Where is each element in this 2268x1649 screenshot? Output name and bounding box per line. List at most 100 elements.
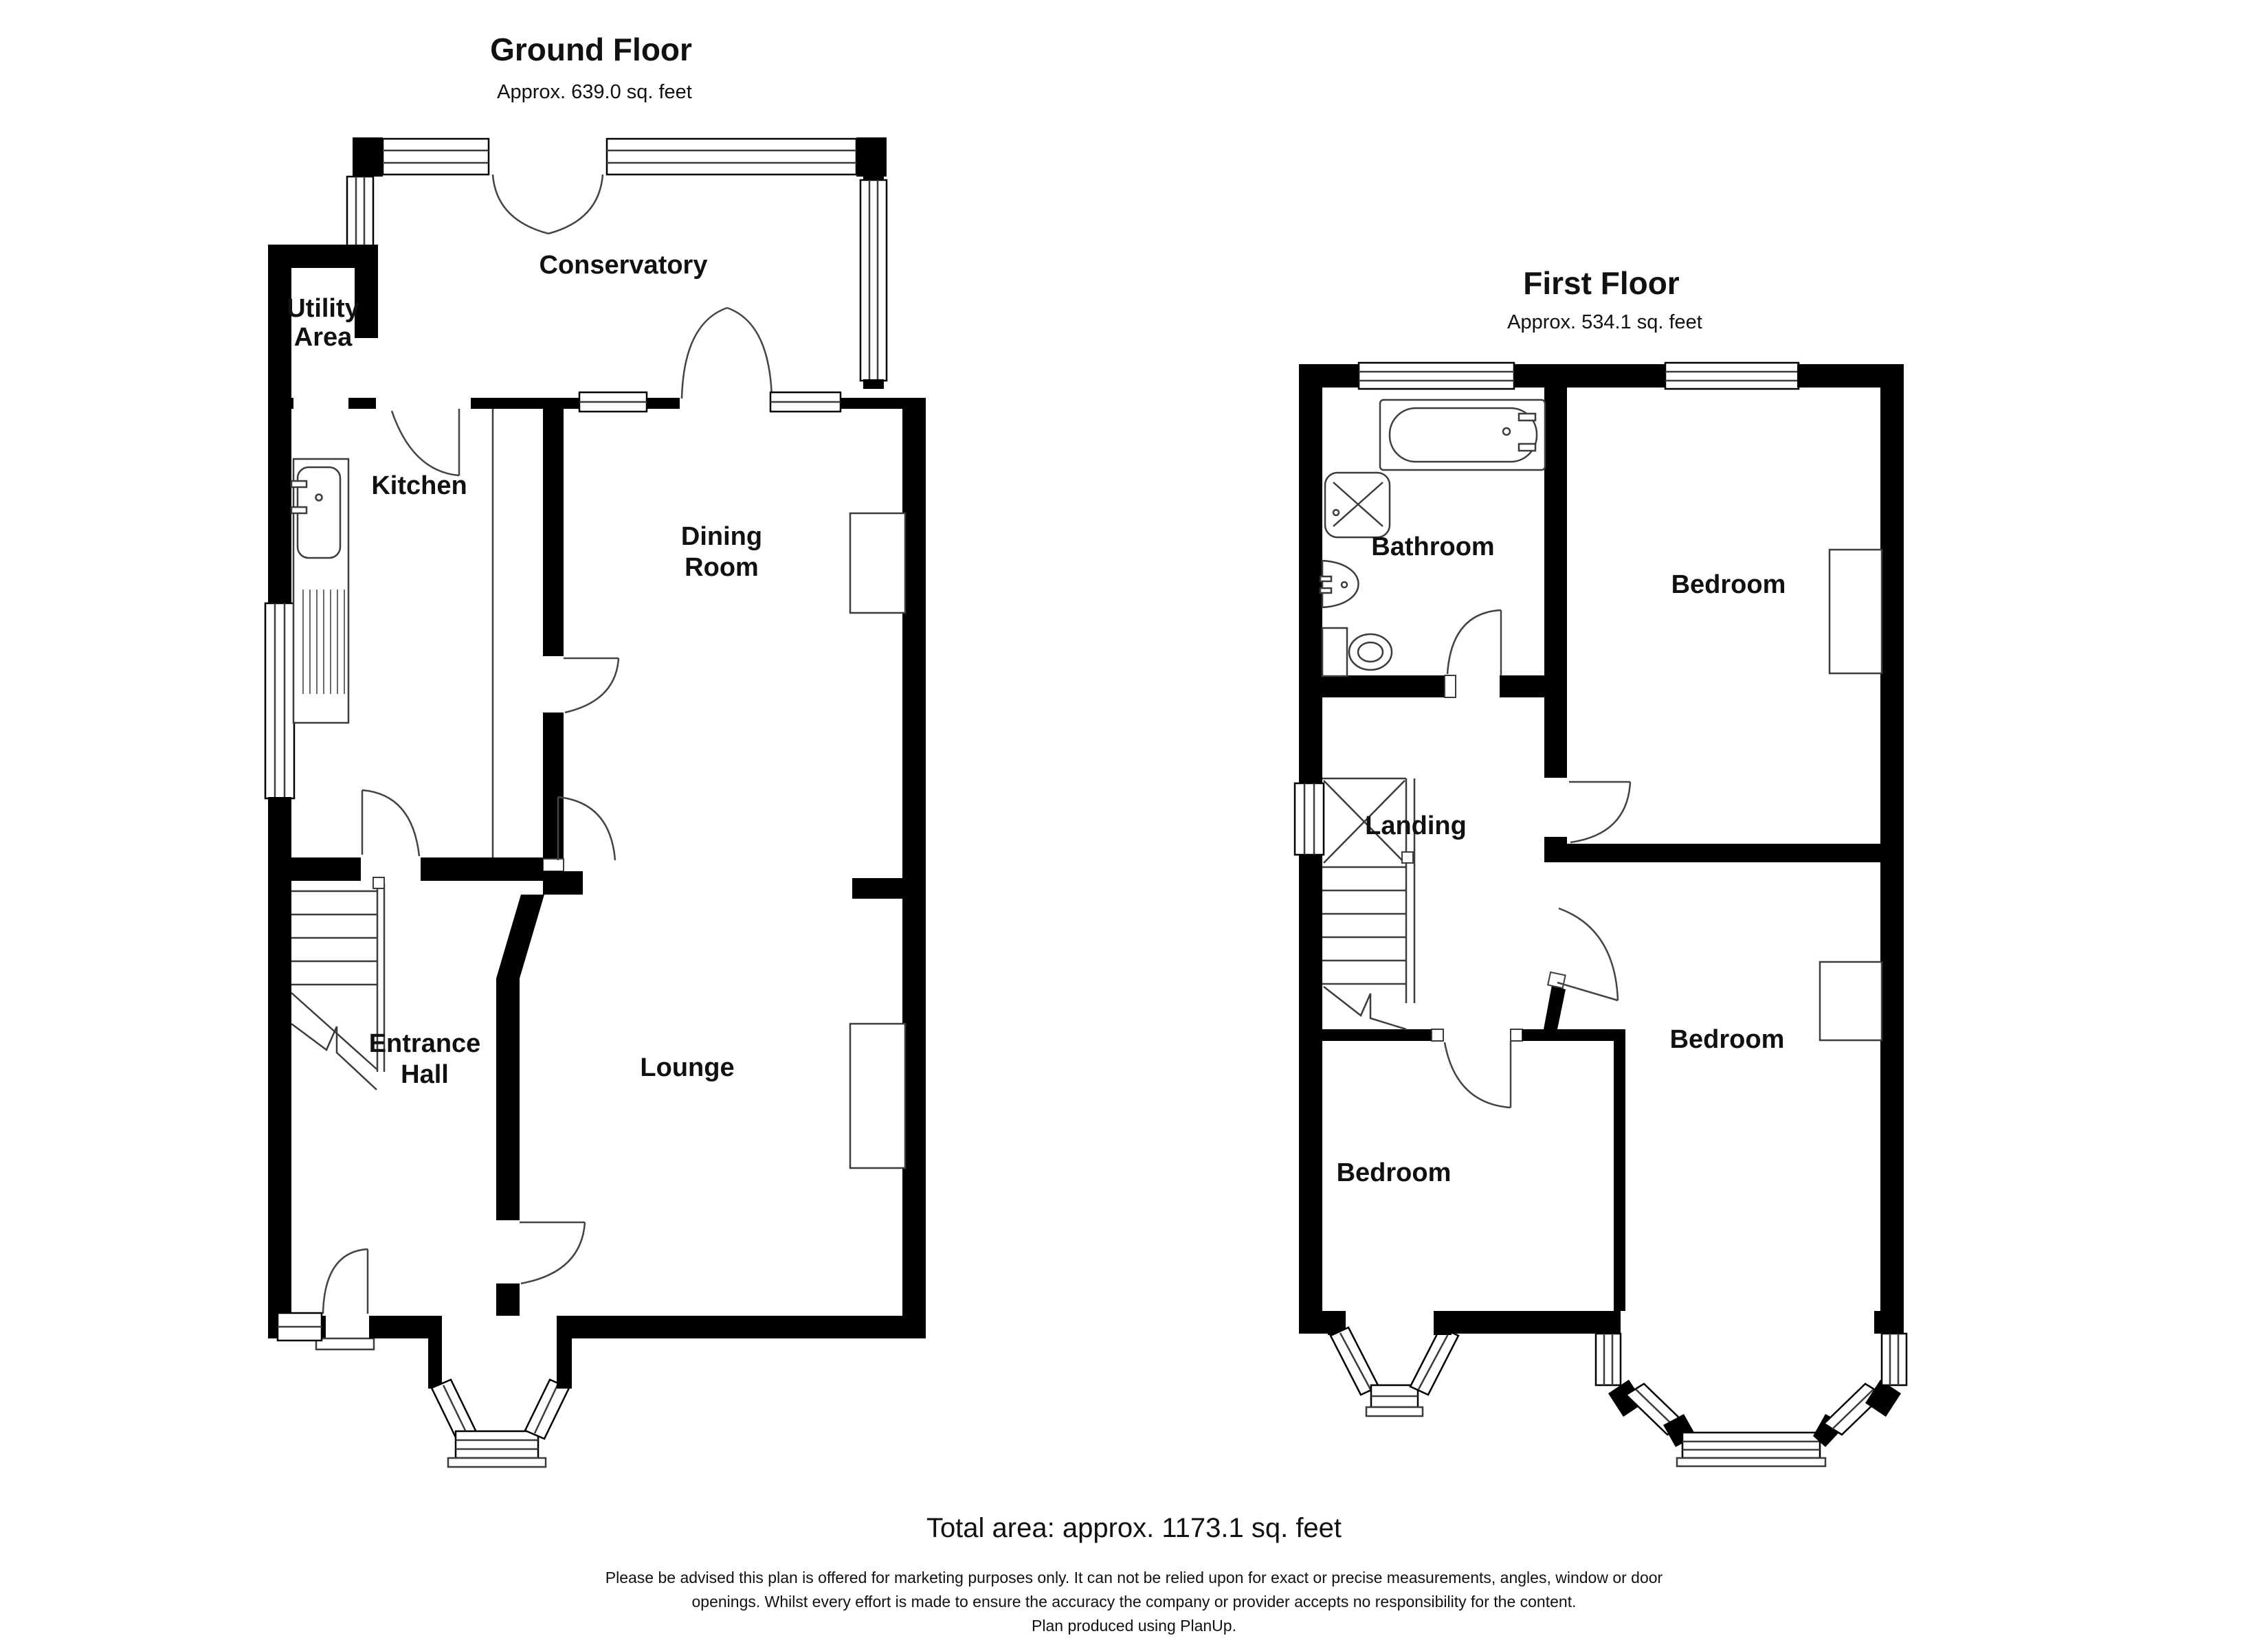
door-conservatory-kitchen	[390, 409, 460, 477]
wall-hall-kitchen	[268, 857, 361, 881]
disclaimer-line2: openings. Whilst every effort is made to…	[692, 1593, 1577, 1611]
label-utility-2: Area	[294, 323, 353, 352]
stairs-ground	[291, 877, 386, 1090]
basin	[1319, 559, 1359, 609]
wall-hall-kitchen	[421, 857, 543, 881]
wall-right	[902, 398, 926, 1338]
wall-bottom	[369, 1316, 428, 1338]
label-landing: Landing	[1365, 811, 1467, 840]
wall-door-jamb-diagonal	[1544, 985, 1566, 1029]
window-conservatory-top-right	[605, 137, 858, 176]
window-conservatory-right	[859, 179, 888, 382]
disclaimer-line1: Please be advised this plan is offered f…	[605, 1569, 1663, 1586]
wall-hall-lounge	[496, 978, 520, 1220]
window-dining-top	[769, 391, 842, 413]
wall-top	[1514, 364, 1667, 388]
door-bedroom-top-right	[1569, 781, 1632, 844]
bay2-window-front	[1676, 1431, 1827, 1468]
wall-bathroom-divider	[1544, 388, 1567, 778]
total-area: Total area: approx. 1173.1 sq. feet	[926, 1513, 1342, 1543]
label-bedroom-bottom-left: Bedroom	[1337, 1158, 1452, 1187]
wall	[355, 268, 378, 338]
wall-left	[1299, 855, 1322, 1311]
wall	[496, 1283, 520, 1316]
wall-stub	[543, 871, 583, 895]
door-bedroom-bottom-right	[1557, 907, 1619, 1002]
label-dining-2: Room	[685, 553, 759, 582]
bay1-window-front	[1365, 1384, 1424, 1417]
wall	[348, 398, 376, 409]
window-hall-bottom	[276, 1312, 323, 1342]
door-kitchen-dining	[564, 657, 620, 714]
wall	[268, 245, 378, 268]
label-entrance-1: Entrance	[369, 1029, 481, 1058]
door-dining-lower	[557, 796, 616, 861]
wall-bedrooms-divider	[1544, 844, 1904, 862]
kitchen-sink-unit	[290, 458, 350, 724]
wall-lounge-dining	[852, 878, 902, 899]
disclaimer-line3: Plan produced using PlanUp.	[1032, 1617, 1236, 1635]
door-jamb	[542, 858, 564, 872]
label-dining-1: Dining	[681, 522, 762, 551]
wall-bottom	[572, 1316, 926, 1338]
window-bathroom-top	[1357, 361, 1515, 390]
label-lounge: Lounge	[640, 1053, 734, 1082]
alcove-bedroom-top	[1828, 548, 1883, 675]
bay-window-front	[447, 1430, 547, 1468]
alcove-bedroom-bottom	[1819, 961, 1883, 1042]
alcove-lounge	[849, 1022, 907, 1169]
bay2-window-left-jamb	[1594, 1332, 1622, 1387]
window-kitchen-left	[264, 602, 296, 800]
wall-bathroom-bottom	[1322, 675, 1445, 697]
wall-bedroom-left	[1614, 1041, 1625, 1311]
wall-left	[1299, 388, 1322, 783]
label-kitchen: Kitchen	[371, 471, 467, 500]
alcove-dining	[849, 512, 907, 614]
door-hall-lounge	[520, 1221, 586, 1285]
wall-divider	[543, 409, 564, 656]
label-bedroom-top-right: Bedroom	[1671, 570, 1786, 599]
french-doors-dining	[680, 306, 773, 399]
wall-left	[268, 797, 291, 1338]
stairs-first	[1322, 777, 1416, 1031]
wall-bottom	[1874, 1311, 1904, 1334]
bay1-window-right	[1409, 1326, 1460, 1396]
wall-divider	[543, 713, 564, 859]
wall-bottom	[1299, 1311, 1328, 1334]
french-doors-conservatory	[491, 174, 604, 235]
bay-corner	[557, 1316, 572, 1389]
wall	[863, 159, 884, 181]
wall-top	[1299, 364, 1359, 388]
window-kitchen-top	[578, 391, 648, 413]
toilet	[1321, 627, 1393, 677]
ground-floor-plan: Ground Floor Approx. 639.0 sq. feet Cons…	[264, 32, 926, 1468]
door-jamb	[1431, 1029, 1444, 1042]
ground-floor-area: Approx. 639.0 sq. feet	[497, 81, 692, 103]
bathtub	[1379, 399, 1546, 471]
wall-bedroom-top	[1299, 1029, 1443, 1041]
wall-bathroom-bottom	[1500, 675, 1567, 697]
door-bathroom	[1446, 609, 1502, 675]
bay-corner	[1434, 1311, 1452, 1335]
bay-corner	[1865, 1380, 1901, 1417]
ground-floor-title: Ground Floor	[490, 32, 692, 67]
label-utility-1: Utility	[287, 294, 359, 323]
wall-left	[268, 268, 291, 605]
shower-tray	[1324, 471, 1391, 539]
window-bedroom-top	[1664, 361, 1800, 390]
window-landing-left	[1293, 782, 1325, 856]
wall-bottom	[1452, 1311, 1621, 1334]
first-floor-plan: First Floor Approx. 534.1 sq. feet Bathr…	[1293, 265, 1908, 1468]
bay-corner	[1608, 1380, 1644, 1417]
wall-diagonal	[496, 895, 544, 978]
label-conservatory: Conservatory	[540, 251, 708, 280]
label-entrance-2: Hall	[401, 1060, 449, 1089]
wall	[863, 379, 884, 389]
porch-step	[315, 1337, 375, 1351]
wall	[647, 398, 680, 409]
door-jamb	[1510, 1029, 1523, 1042]
bay-corner	[428, 1316, 442, 1389]
bay-window-left	[430, 1378, 477, 1440]
wall	[471, 398, 581, 409]
